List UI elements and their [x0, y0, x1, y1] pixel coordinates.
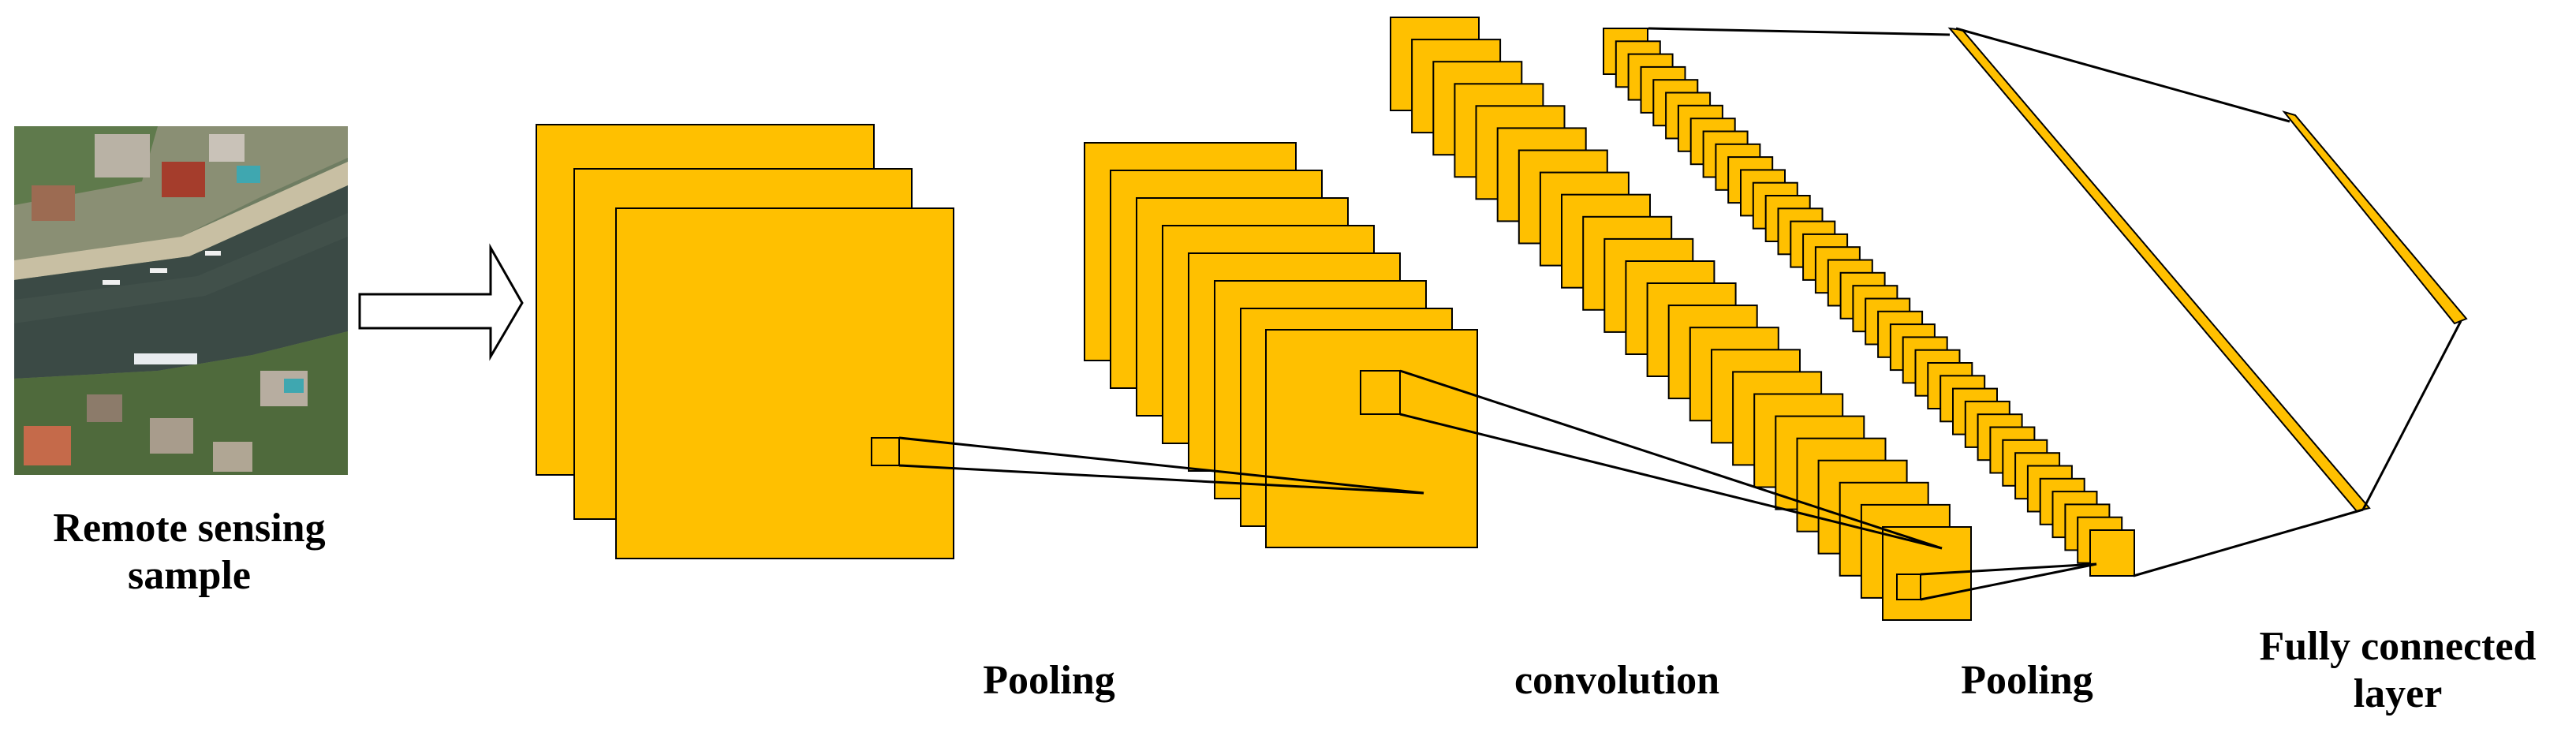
- pool2-feature-maps: [1603, 28, 2135, 577]
- connection-lines: [898, 27, 2462, 601]
- conv1-receptive-field: [871, 437, 900, 466]
- fc-layer-2: [2282, 110, 2468, 325]
- fully-connected-label: Fully connected layer: [2224, 623, 2571, 718]
- input-label: Remote sensing sample: [16, 505, 363, 600]
- remote-sensing-photo: [14, 126, 348, 475]
- fully-connected-label-line-1: Fully connected: [2259, 624, 2537, 669]
- conv2-receptive-field: [1896, 574, 1921, 600]
- pool2-map-40: [2089, 529, 2135, 577]
- conv1-map-3: [615, 207, 954, 559]
- pooling-2-label: Pooling: [1961, 658, 2093, 703]
- right-block-arrow-icon: [358, 243, 524, 361]
- pooling-1-label: Pooling: [983, 658, 1115, 703]
- pool1-receptive-field: [1360, 370, 1401, 415]
- conv1-feature-maps: [536, 124, 954, 559]
- fully-connected-label-line-2: layer: [2353, 671, 2443, 716]
- input-label-line-2: sample: [128, 553, 251, 598]
- convolution-label: convolution: [1514, 658, 1720, 703]
- pool1-feature-maps: [1084, 142, 1478, 548]
- input-label-line-1: Remote sensing: [53, 506, 326, 551]
